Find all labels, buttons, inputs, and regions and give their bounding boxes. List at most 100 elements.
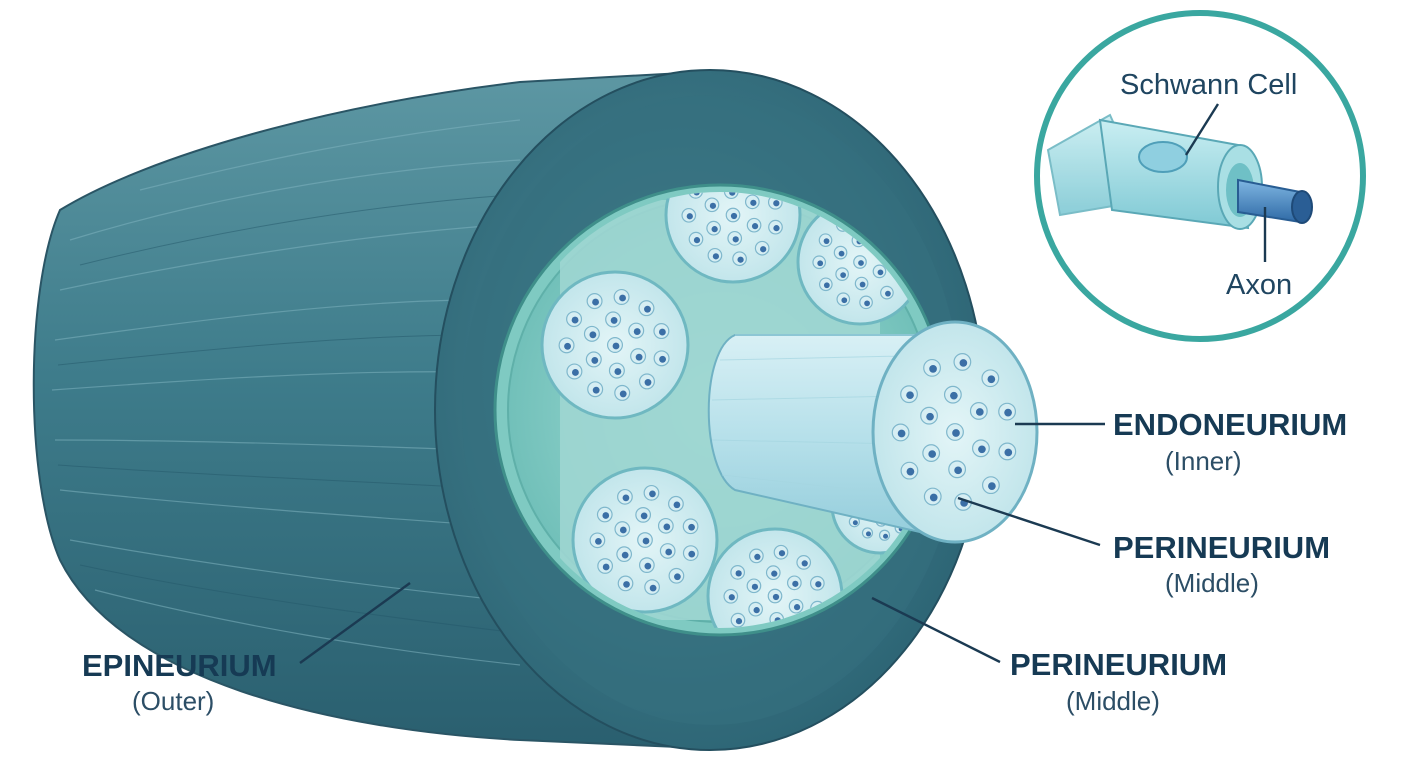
endoneurium-sublabel: (Inner) xyxy=(1165,446,1242,476)
axon-core xyxy=(750,199,757,206)
axon-core xyxy=(838,250,845,257)
axon-core xyxy=(841,297,848,304)
axon-core xyxy=(751,223,759,230)
axon-core xyxy=(729,192,736,196)
axon-core xyxy=(688,550,696,558)
axon-core xyxy=(649,584,657,592)
axon-core xyxy=(760,246,767,253)
axon-core xyxy=(595,537,602,545)
axon-core xyxy=(622,494,630,502)
axon-core xyxy=(885,290,891,297)
axon-core xyxy=(591,357,599,364)
axon-core xyxy=(649,490,656,498)
axon-core xyxy=(735,618,743,625)
axon-core xyxy=(673,501,681,509)
axon-core xyxy=(674,573,681,581)
axon-core xyxy=(975,408,984,416)
axon-core xyxy=(1004,408,1012,417)
axon-core xyxy=(959,359,968,367)
axon-core xyxy=(589,331,597,339)
epineurium-leader xyxy=(299,582,411,664)
axon-core xyxy=(817,260,824,267)
axon-core xyxy=(978,445,986,454)
axon-core xyxy=(883,533,889,539)
axon-core xyxy=(751,583,759,590)
axon-core xyxy=(602,512,610,519)
epineurium-sublabel: (Outer) xyxy=(132,686,214,716)
axon-core xyxy=(928,450,937,458)
axon-end xyxy=(1291,190,1313,224)
axon-core xyxy=(571,316,579,324)
axon-core xyxy=(619,390,627,398)
perineurium-a-leader xyxy=(957,496,1101,547)
axon-core xyxy=(663,523,671,531)
axon-core xyxy=(735,570,742,577)
perineurium-label-a: PERINEURIUM xyxy=(1113,530,1330,565)
fascicle-left xyxy=(540,270,690,420)
epineurium-label: EPINEURIUM xyxy=(82,648,277,683)
axon-core xyxy=(564,342,571,350)
axon-core xyxy=(619,294,626,302)
axon-core xyxy=(906,467,915,476)
protruding-fascicle xyxy=(707,320,1039,544)
axon-core xyxy=(988,482,996,490)
axon-core xyxy=(929,493,938,502)
axon-core xyxy=(906,391,914,400)
axon-core xyxy=(730,212,738,220)
axon-core xyxy=(623,581,630,588)
axon-core xyxy=(732,236,739,243)
axon-core xyxy=(852,520,858,526)
axon-core xyxy=(772,593,780,601)
axon-core xyxy=(865,531,871,537)
axon-core xyxy=(592,386,600,394)
axon-core xyxy=(929,365,937,373)
schwann-leader xyxy=(1184,103,1220,156)
axon-core xyxy=(621,551,629,559)
axon-core xyxy=(592,298,599,306)
fascicle-bottom xyxy=(706,527,844,628)
axon-sheath xyxy=(688,192,704,199)
axon-core xyxy=(644,562,652,570)
axon-core xyxy=(952,429,960,437)
axon-core xyxy=(633,328,641,335)
axon-core xyxy=(823,282,830,289)
axon-core xyxy=(877,269,884,276)
axon-core xyxy=(635,353,643,361)
axon-core xyxy=(642,537,650,545)
axon-core xyxy=(610,316,618,324)
axon-core xyxy=(926,412,934,421)
axon-core xyxy=(614,368,622,376)
axon-core xyxy=(840,272,847,279)
axon-core xyxy=(665,548,673,556)
axon-core xyxy=(754,553,761,561)
axon-core xyxy=(711,226,718,233)
axon-core xyxy=(737,256,744,263)
axon-core xyxy=(688,523,695,531)
axon-core xyxy=(793,604,801,611)
axon-core xyxy=(859,281,866,288)
inset-schwann-cell: Schwann Cell Axon xyxy=(1034,10,1366,342)
axon-core xyxy=(640,512,648,520)
axon-core xyxy=(792,580,799,587)
schwann-cell-label: Schwann Cell xyxy=(1120,69,1297,101)
axon-core xyxy=(950,391,958,400)
axon-core xyxy=(773,225,780,232)
axon-core xyxy=(619,526,627,534)
axon-sheath xyxy=(723,192,739,200)
fascicle-lower-left xyxy=(571,466,719,614)
axon-core xyxy=(987,375,996,384)
perineurium-sublabel-a: (Middle) xyxy=(1165,568,1259,598)
axon-core xyxy=(778,550,786,557)
axon-label: Axon xyxy=(1226,269,1292,301)
axon-core xyxy=(644,378,652,386)
axon-core xyxy=(864,300,870,307)
axon-core xyxy=(572,369,579,376)
perineurium-label-b: PERINEURIUM xyxy=(1010,647,1227,682)
axon-core xyxy=(659,355,666,363)
axon-core xyxy=(954,466,962,475)
axon-core xyxy=(1004,448,1013,457)
axon-core xyxy=(753,607,760,614)
axon-core xyxy=(644,305,651,313)
axon-core xyxy=(897,429,906,438)
